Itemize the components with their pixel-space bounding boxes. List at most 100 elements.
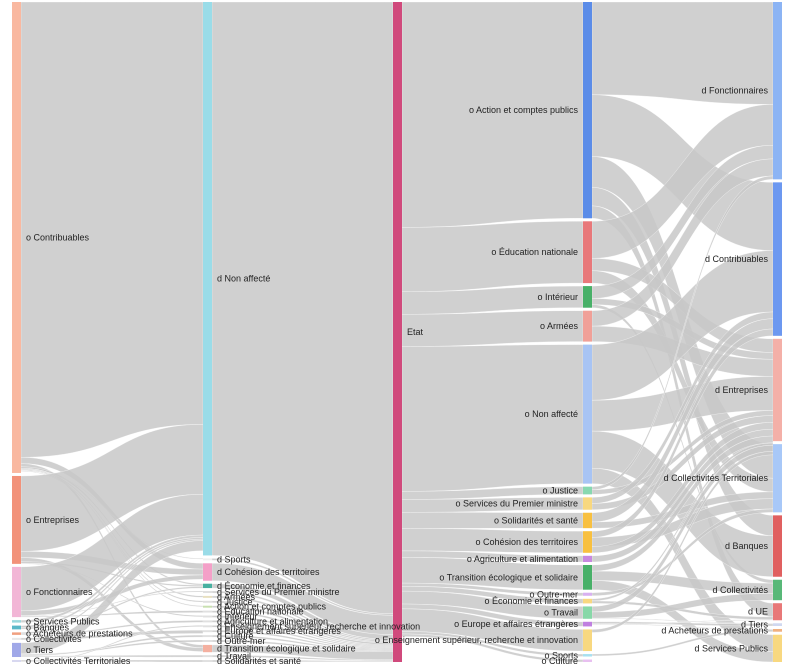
- sankey-node-o-economie[interactable]: [583, 598, 592, 604]
- sankey-label-d-ue: d UE: [748, 607, 768, 617]
- sankey-label-src-services-publics: o Services Publics: [26, 616, 100, 626]
- sankey-label-o-outre-mer: o Outre-mer: [529, 589, 578, 599]
- sankey-node-dst-action-comptes[interactable]: [203, 605, 212, 608]
- sankey-node-dst-transition[interactable]: [203, 644, 212, 653]
- sankey-node-o-europe[interactable]: [583, 621, 592, 627]
- sankey-link-dst-non-affecte-to-etat: [211, 1, 394, 614]
- sankey-node-src-collectivites-territoriales[interactable]: [12, 660, 21, 662]
- sankey-node-src-tiers[interactable]: [12, 642, 21, 658]
- sankey-label-o-enseignement-sup: o Enseignement supérieur, recherche et i…: [375, 635, 578, 645]
- sankey-node-d-ue[interactable]: [773, 603, 782, 621]
- sankey-node-d-collectivites-territoriales[interactable]: [773, 444, 782, 513]
- sankey-node-dst-services-pm[interactable]: [203, 591, 212, 593]
- sankey-node-src-entreprises[interactable]: [12, 475, 21, 564]
- sankey-node-dst-europe[interactable]: [203, 630, 212, 633]
- sankey-label-o-education: o Éducation nationale: [491, 247, 578, 257]
- sankey-label-o-services-pm: o Services du Premier ministre: [455, 499, 578, 509]
- sankey-label-d-banques: d Banques: [725, 541, 769, 551]
- sankey-node-o-travail[interactable]: [583, 606, 592, 619]
- sankey-node-src-acheteurs[interactable]: [12, 632, 21, 635]
- sankey-label-dst-sports: d Sports: [217, 554, 251, 564]
- sankey-node-dst-armees[interactable]: [203, 595, 212, 598]
- sankey-node-o-interieur[interactable]: [583, 286, 592, 308]
- sankey-label-o-solidarites: o Solidarités et santé: [494, 515, 578, 525]
- sankey-label-o-armees: o Armées: [540, 321, 579, 331]
- sankey-label-d-entreprises: d Entreprises: [715, 385, 769, 395]
- sankey-node-src-contribuables[interactable]: [12, 2, 21, 473]
- sankey-node-d-fonctionnaires[interactable]: [773, 2, 782, 180]
- sankey-node-d-services-publics[interactable]: [773, 634, 782, 662]
- sankey-node-dst-outre-mer[interactable]: [203, 640, 212, 642]
- sankey-node-o-non-affecte[interactable]: [583, 344, 592, 484]
- sankey-node-dst-education[interactable]: [203, 610, 212, 613]
- sankey-node-o-justice[interactable]: [583, 486, 592, 495]
- sankey-node-o-transition[interactable]: [583, 564, 592, 590]
- sankey-label-o-justice: o Justice: [542, 486, 578, 496]
- sankey-node-dst-travail[interactable]: [203, 655, 212, 658]
- sankey-link-etat-to-o-non-affecte: [401, 344, 584, 492]
- sankey-node-src-fonctionnaires[interactable]: [12, 566, 21, 618]
- sankey-label-d-contribuables: d Contribuables: [705, 254, 769, 264]
- sankey-node-d-collectivites[interactable]: [773, 579, 782, 601]
- sankey-node-o-agriculture[interactable]: [583, 555, 592, 562]
- sankey-label-etat: Etat: [407, 327, 424, 337]
- sankey-label-dst-solidarites: d Solidarités et santé: [217, 656, 301, 666]
- sankey-node-o-action-comptes[interactable]: [583, 2, 592, 219]
- sankey-label-dst-agriculture: d Agriculture et alimentation: [217, 616, 328, 626]
- sankey-node-dst-solidarites[interactable]: [203, 660, 212, 662]
- sankey-node-d-tiers[interactable]: [773, 623, 782, 626]
- sankey-node-o-outre-mer[interactable]: [583, 592, 592, 596]
- sankey-node-src-collectivites[interactable]: [12, 637, 21, 640]
- sankey-label-o-non-affecte: o Non affecté: [525, 409, 578, 419]
- sankey-node-d-acheteurs[interactable]: [773, 628, 782, 632]
- sankey-node-src-services-publics[interactable]: [12, 620, 21, 623]
- sankey-link-etat-to-o-solidarites: [401, 512, 584, 529]
- sankey-label-d-tiers: d Tiers: [741, 620, 769, 630]
- sankey-node-dst-interieur[interactable]: [203, 615, 212, 618]
- sankey-link-etat-to-o-services-pm: [401, 497, 584, 513]
- sankey-label-dst-action-comptes: d Action et comptes publics: [217, 602, 327, 612]
- sankey-link-o-sports-to-d-acheteurs: [591, 629, 774, 657]
- sankey-node-o-culture[interactable]: [583, 659, 592, 662]
- sankey-node-dst-non-affecte[interactable]: [203, 2, 212, 556]
- sankey-label-o-action-comptes: o Action et comptes publics: [469, 105, 579, 115]
- sankey-label-dst-economie: d Économie et finances: [217, 581, 311, 591]
- sankey-node-o-enseignement-sup[interactable]: [583, 629, 592, 652]
- sankey-label-dst-services-pm: d Services du Premier ministre: [217, 587, 340, 597]
- sankey-label-src-collectivites-territoriales: o Collectivités Territoriales: [26, 656, 131, 666]
- sankey-label-o-sports: o Sports: [544, 650, 578, 660]
- sankey-node-dst-economie[interactable]: [203, 583, 212, 589]
- sankey-label-dst-outre-mer: d Outre-mer: [217, 636, 266, 646]
- sankey-node-dst-justice[interactable]: [203, 600, 212, 603]
- sankey-node-d-entreprises[interactable]: [773, 338, 782, 442]
- sankey-link-etat-to-o-economie: [401, 586, 584, 604]
- sankey-node-dst-cohesion[interactable]: [203, 563, 212, 581]
- sankey-node-dst-enseignement-sup[interactable]: [203, 625, 212, 628]
- sankey-link-etat-to-o-agriculture: [401, 550, 584, 563]
- sankey-node-dst-sports[interactable]: [203, 558, 212, 561]
- sankey-label-o-travail: o Travail: [544, 608, 578, 618]
- sankey-node-o-solidarites[interactable]: [583, 512, 592, 529]
- sankey-node-d-contribuables[interactable]: [773, 182, 782, 336]
- sankey-node-dst-agriculture[interactable]: [203, 620, 212, 623]
- sankey-node-o-armees[interactable]: [583, 310, 592, 342]
- sankey-label-src-acheteurs: o Acheteurs de prestations: [26, 629, 133, 639]
- sankey-link-src-tiers-to-dst-travail: [20, 654, 204, 658]
- sankey-label-src-entreprises: o Entreprises: [26, 515, 80, 525]
- sankey-label-o-culture: o Culture: [541, 656, 578, 666]
- sankey-label-src-banques: o Banques: [26, 622, 70, 632]
- sankey-node-o-education[interactable]: [583, 221, 592, 284]
- sankey-label-dst-travail: d Travail: [217, 651, 251, 661]
- sankey-label-o-agriculture: o Agriculture et alimentation: [467, 554, 578, 564]
- sankey-node-o-sports[interactable]: [583, 654, 592, 657]
- sankey-node-o-services-pm[interactable]: [583, 497, 592, 510]
- sankey-node-dst-culture[interactable]: [203, 635, 212, 638]
- sankey-node-src-banques[interactable]: [12, 625, 21, 630]
- sankey-label-src-contribuables: o Contribuables: [26, 232, 90, 242]
- sankey-node-etat[interactable]: [393, 2, 402, 662]
- sankey-node-d-banques[interactable]: [773, 515, 782, 577]
- sankey-label-src-collectivites: o Collectivités: [26, 634, 82, 644]
- sankey-node-o-cohesion[interactable]: [583, 531, 592, 553]
- sankey-link-src-fonctionnaires-to-dst-education: [20, 610, 204, 618]
